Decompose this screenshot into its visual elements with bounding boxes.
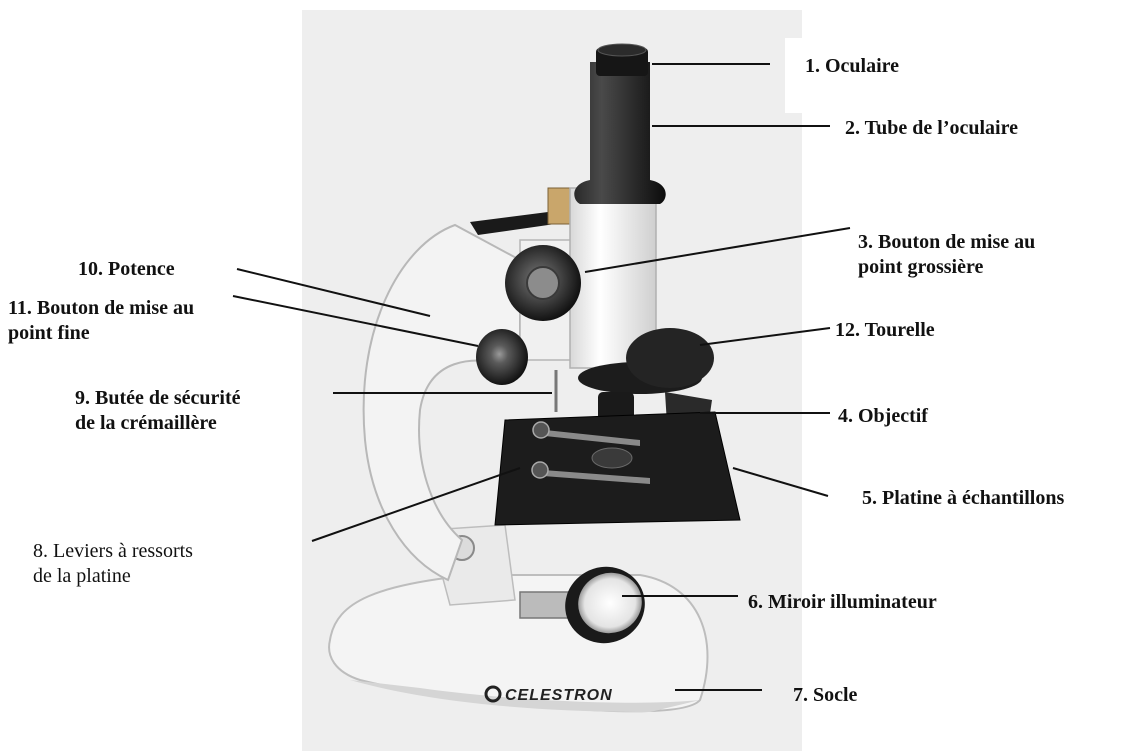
label-socle: 7. Socle bbox=[793, 683, 857, 708]
label-leviers-line1: 8. Leviers à ressorts bbox=[33, 539, 193, 564]
label-butee-line2: de la crémaillère bbox=[75, 411, 241, 436]
turret-right bbox=[626, 328, 714, 388]
eyepiece-lens bbox=[598, 44, 646, 56]
mirror-mount bbox=[520, 592, 568, 618]
label-leviers-line2: de la platine bbox=[33, 564, 193, 589]
label-oculaire-text: 1. Oculaire bbox=[805, 55, 899, 77]
label-bouton-grossiere: 3. Bouton de mise au point grossière bbox=[858, 230, 1035, 280]
celestron-logo: CELESTRON bbox=[505, 687, 613, 704]
label-tube-oculaire: 2. Tube de l’oculaire bbox=[845, 116, 1018, 141]
label-oculaire: 1. Oculaire bbox=[805, 54, 899, 79]
label-butee-line1: 9. Butée de sécurité bbox=[75, 386, 241, 411]
label-tourelle: 12. Tourelle bbox=[835, 318, 935, 343]
label-objectif-text: 4. Objectif bbox=[838, 405, 928, 427]
label-bouton-grossiere-line1: 3. Bouton de mise au bbox=[858, 230, 1035, 255]
label-platine-text: 5. Platine à échantillons bbox=[862, 487, 1064, 509]
clip-screw-top bbox=[533, 422, 549, 438]
label-miroir: 6. Miroir illuminateur bbox=[748, 590, 937, 615]
label-butee: 9. Butée de sécurité de la crémaillère bbox=[75, 386, 241, 436]
coarse-focus-knob-cap bbox=[527, 267, 559, 299]
label-tourelle-text: 12. Tourelle bbox=[835, 319, 935, 341]
label-bouton-fine-line1: 11. Bouton de mise au bbox=[8, 296, 194, 321]
label-leviers: 8. Leviers à ressorts de la platine bbox=[33, 539, 193, 589]
label-platine: 5. Platine à échantillons bbox=[862, 486, 1064, 511]
rack-top-block bbox=[548, 188, 572, 224]
label-objectif: 4. Objectif bbox=[838, 404, 928, 429]
label-bouton-fine: 11. Bouton de mise au point fine bbox=[8, 296, 194, 346]
label-tube-oculaire-text: 2. Tube de l’oculaire bbox=[845, 117, 1018, 139]
clip-screw-bottom bbox=[532, 462, 548, 478]
fine-focus-knob bbox=[476, 329, 528, 385]
label-bouton-fine-line2: point fine bbox=[8, 321, 194, 346]
label-potence: 10. Potence bbox=[78, 257, 175, 282]
label-potence-text: 10. Potence bbox=[78, 258, 175, 280]
label-miroir-text: 6. Miroir illuminateur bbox=[748, 591, 937, 613]
label-bouton-grossiere-line2: point grossière bbox=[858, 255, 1035, 280]
stage-aperture bbox=[592, 448, 632, 468]
label-socle-text: 7. Socle bbox=[793, 684, 857, 706]
